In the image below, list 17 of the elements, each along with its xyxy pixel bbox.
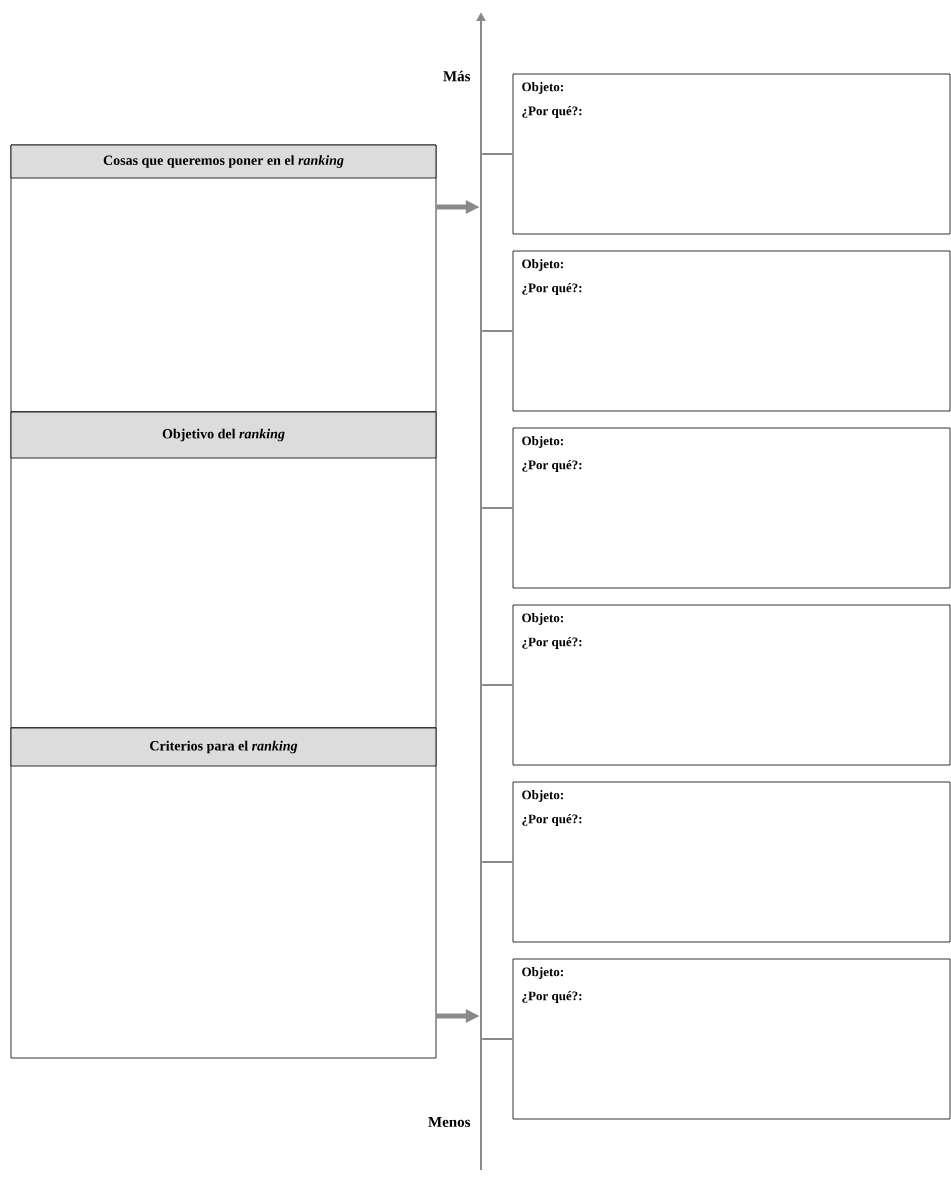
answer-box: Objeto: ¿Por qué?:	[512, 250, 951, 412]
section-panel: Objetivo del ranking	[10, 411, 437, 729]
section-panel: Criterios para el ranking	[10, 727, 437, 1059]
answer-box: Objeto: ¿Por qué?:	[512, 781, 951, 943]
connector-line	[481, 684, 514, 686]
axis-label: Más	[443, 70, 471, 82]
answer-box: Objeto: ¿Por qué?:	[512, 73, 951, 235]
answer-box: Objeto: ¿Por qué?:	[512, 427, 951, 589]
connector-line	[481, 861, 514, 863]
connector-line	[481, 507, 514, 509]
answer-box: Objeto: ¿Por qué?:	[512, 604, 951, 766]
answer-box: Objeto: ¿Por qué?:	[512, 958, 951, 1120]
connector-line	[481, 330, 514, 332]
connector-line	[481, 153, 514, 155]
section-panel: Cosas que queremos poner en el ranking	[10, 144, 437, 413]
axis-label: Menos	[428, 1117, 471, 1127]
connector-line	[481, 1038, 514, 1040]
